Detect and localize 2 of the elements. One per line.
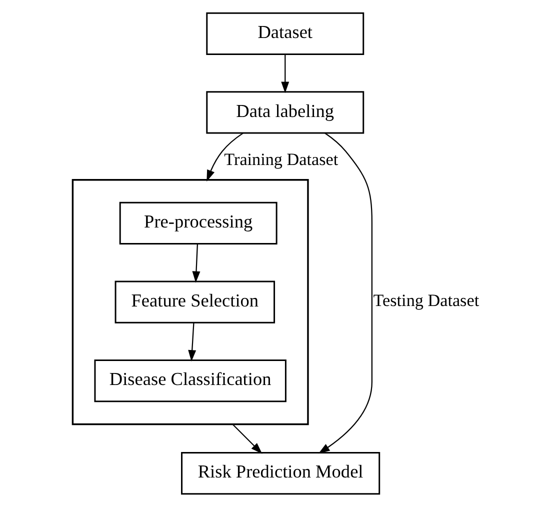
edge-label: Training Dataset — [224, 150, 338, 169]
edge-label: Testing Dataset — [373, 291, 480, 310]
